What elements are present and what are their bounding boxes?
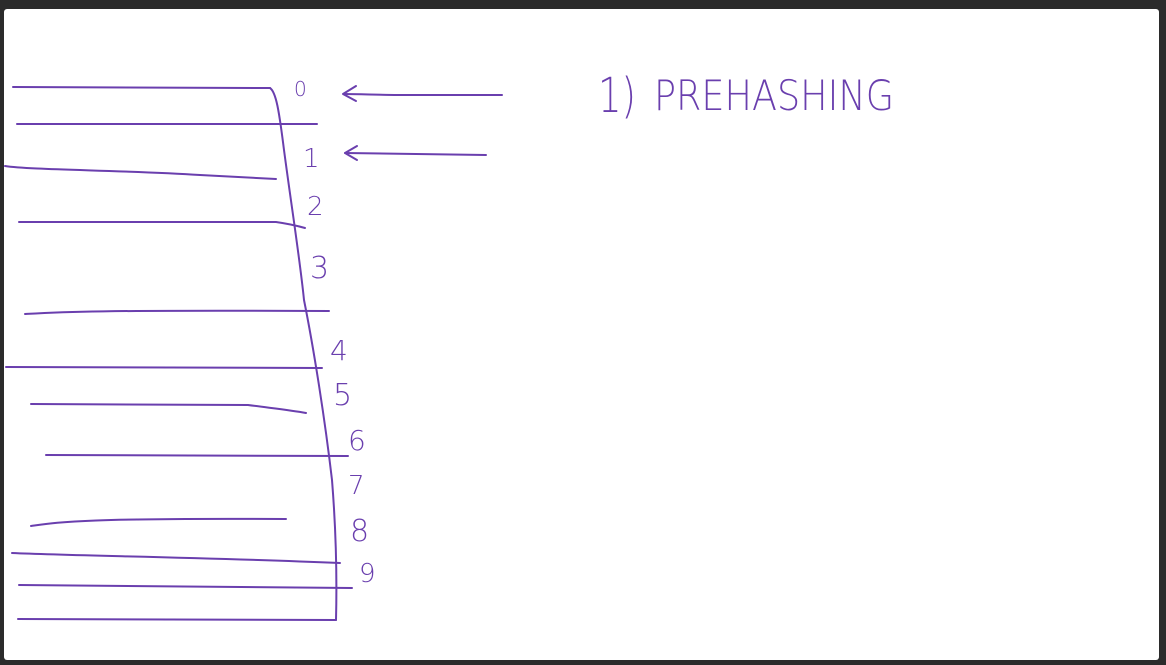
title-number: 1): [598, 68, 636, 124]
slot-line: [17, 618, 337, 621]
slot-index-1: 1: [303, 144, 320, 174]
arrowhead: [342, 85, 357, 102]
slot-line: [5, 366, 323, 369]
arrow-to-slot-1: [344, 152, 487, 156]
slot-line: [45, 454, 349, 457]
page-title: PREHASHING: [654, 71, 894, 120]
slot-index-7: 7: [348, 471, 365, 501]
slot-line: [18, 221, 306, 229]
slot-index-8: 8: [350, 514, 369, 549]
slot-index-labels: 0 1 2 3 4 5 6 7 8 9: [294, 77, 376, 589]
whiteboard-canvas: [4, 9, 1159, 660]
pointer-arrows: [342, 85, 503, 161]
slot-line: [30, 403, 307, 414]
slot-line: [30, 517, 287, 527]
slot-index-4: 4: [330, 334, 348, 367]
slot-index-5: 5: [333, 378, 352, 413]
slot-line: [24, 309, 330, 315]
arrow-to-slot-0: [343, 93, 503, 96]
slot-index-0: 0: [294, 77, 307, 101]
array-drawing: [4, 86, 353, 621]
slot-index-9: 9: [359, 559, 376, 589]
slot-line: [12, 86, 271, 89]
slot-line: [18, 584, 353, 589]
slot-line: [4, 165, 277, 180]
arrowhead: [344, 145, 358, 161]
slot-index-2: 2: [307, 192, 324, 222]
title-group: 1) PREHASHING: [598, 68, 894, 124]
slot-index-6: 6: [348, 424, 366, 457]
slot-index-3: 3: [310, 251, 329, 286]
slot-line: [11, 552, 341, 564]
